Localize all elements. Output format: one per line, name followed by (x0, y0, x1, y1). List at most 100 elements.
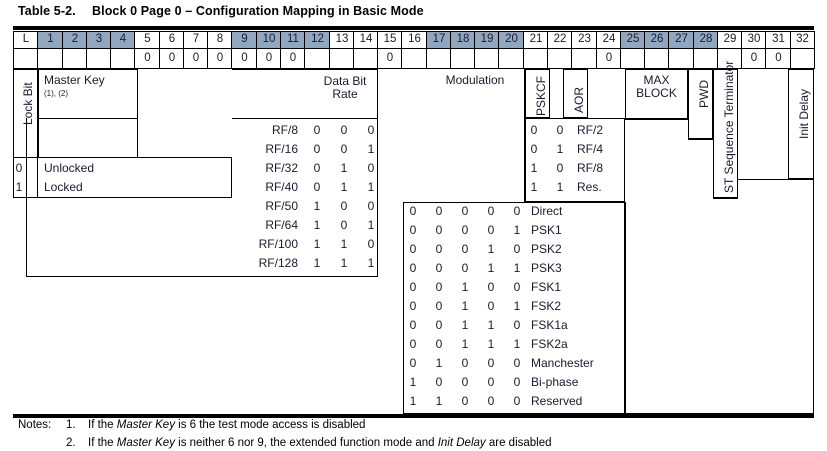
data-bit-rate-value-box-top (232, 118, 378, 120)
data-bit-rate-name: RF/16 (265, 142, 298, 156)
bit-header-cell-7: 7 (183, 31, 208, 49)
bit-value-cell-22 (547, 49, 572, 69)
data-bit-rate-name: RF/8 (271, 123, 298, 137)
notes-label: Notes: (18, 419, 52, 431)
bit-header-cell-30: 30 (741, 31, 766, 49)
bit-value-cell-29 (717, 49, 742, 69)
modulation-bit: 0 (513, 204, 521, 218)
bit-header-cell-15: 15 (377, 31, 402, 49)
modulation-bit: 0 (513, 318, 521, 332)
bit-header-cell-11: 11 (280, 31, 305, 49)
modulation-bit: 1 (461, 337, 469, 351)
bit-value-cell-2 (62, 49, 87, 69)
bit-header-cell-21: 21 (523, 31, 548, 49)
modulation-bit: 0 (435, 261, 443, 275)
bit-header-cell-18: 18 (450, 31, 475, 49)
data-bit-rate-name: RF/128 (258, 256, 298, 270)
data-bit-rate-name: RF/64 (265, 218, 298, 232)
data-bit-rate-bit: 0 (340, 218, 348, 232)
modulation-name: FSK2 (531, 299, 562, 313)
note-fragment: are disabled (485, 437, 552, 449)
right-enclosure-top (738, 179, 814, 180)
pskcf-bit: 1 (530, 161, 538, 175)
note-fragment: is 6 the test mode access is disabled (174, 419, 366, 431)
bit-header-cell-19: 19 (474, 31, 499, 49)
modulation-bit: 1 (409, 394, 417, 408)
modulation-bit: 0 (513, 375, 521, 389)
modulation-bit: 0 (487, 204, 495, 218)
bit-value-cell-7: 0 (183, 49, 208, 69)
max-block-bottom-rail (625, 119, 688, 120)
pskcf-bit: 1 (556, 180, 564, 194)
pwd-box (688, 69, 713, 139)
bit-header-cell-25: 25 (620, 31, 645, 49)
bit-value-cell-19 (474, 49, 499, 69)
data-bit-rate-bit: 1 (367, 180, 375, 194)
pskcf-label: PSKCF (534, 75, 548, 116)
aor-header-box (563, 69, 588, 118)
bit-header-cell-27: 27 (668, 31, 694, 49)
bit-value-cell-3 (86, 49, 111, 69)
pskcf-bit: 0 (556, 161, 564, 175)
modulation-bit: 0 (487, 356, 495, 370)
modulation-bit: 1 (513, 299, 521, 313)
modulation-bit: 0 (435, 318, 443, 332)
pskcf-name: RF/4 (577, 142, 604, 156)
modulation-bit: 0 (487, 223, 495, 237)
bit-header-cell-12: 12 (304, 31, 330, 49)
data-bit-rate-bit: 1 (340, 237, 348, 251)
bit-value-cell-L (13, 49, 38, 69)
bit-value-cell-31: 0 (765, 49, 791, 69)
modulation-bit: 0 (409, 242, 417, 256)
bit-header-cell-L: L (13, 31, 38, 49)
bit-value-cell-16 (401, 49, 427, 69)
modulation-bit: 1 (461, 280, 469, 294)
bit-header-cell-16: 16 (401, 31, 427, 49)
data-bit-rate-bit: 1 (313, 199, 321, 213)
data-bit-rate-bit: 1 (313, 237, 321, 251)
data-bit-rate-bit: 1 (313, 256, 321, 270)
init-delay-label: Init Delay (797, 88, 811, 139)
bit-value-cell-6: 0 (159, 49, 184, 69)
bit-value-cell-10: 0 (256, 49, 281, 69)
data-bit-rate-bit: 0 (313, 161, 321, 175)
bit-header-cell-31: 31 (765, 31, 791, 49)
modulation-bit: 0 (409, 356, 417, 370)
data-bit-rate-bit: 1 (340, 256, 348, 270)
bit-value-cell-24: 0 (596, 49, 621, 69)
bit-value-cell-32 (790, 49, 815, 69)
data-bit-rate-bit: 0 (340, 199, 348, 213)
bit-header-cell-29: 29 (717, 31, 742, 49)
modulation-bit: 0 (409, 318, 417, 332)
bit-header-cell-28: 28 (693, 31, 718, 49)
bit-header-cell-10: 10 (256, 31, 281, 49)
modulation-bit: 1 (435, 394, 443, 408)
bottom-rule (13, 414, 814, 418)
lock-bit-value: 0 (15, 161, 23, 175)
modulation-bit: 0 (409, 223, 417, 237)
modulation-bit: 1 (513, 337, 521, 351)
max-block-label: MAX BLOCK (636, 73, 677, 101)
bit-value-cell-12 (304, 49, 330, 69)
master-key-label: Master Key (44, 73, 105, 87)
bit-value-cell-27 (668, 49, 694, 69)
bit-value-cell-25 (620, 49, 645, 69)
lock-bit-value: 1 (15, 180, 23, 194)
modulation-bit: 1 (487, 261, 495, 275)
bit-header-cell-23: 23 (571, 31, 597, 49)
pskcf-bit: 0 (556, 123, 564, 137)
bit-value-cell-1 (37, 49, 63, 69)
lock-bit-state: Unlocked (44, 161, 95, 175)
modulation-header-box (403, 69, 525, 202)
modulation-bit: 1 (461, 299, 469, 313)
modulation-bit: 0 (435, 280, 443, 294)
modulation-bit: 0 (435, 242, 443, 256)
modulation-bit: 0 (435, 299, 443, 313)
modulation-label: Modulation (445, 73, 505, 87)
pskcf-name: Res. (577, 180, 602, 194)
bit-value-cell-14 (353, 49, 378, 69)
bit-value-cell-20 (498, 49, 524, 69)
table-caption: Block 0 Page 0 – Configuration Mapping i… (92, 4, 424, 18)
data-bit-rate-label: Data Bit Rate (323, 74, 367, 102)
bit-value-cell-17 (426, 49, 451, 69)
